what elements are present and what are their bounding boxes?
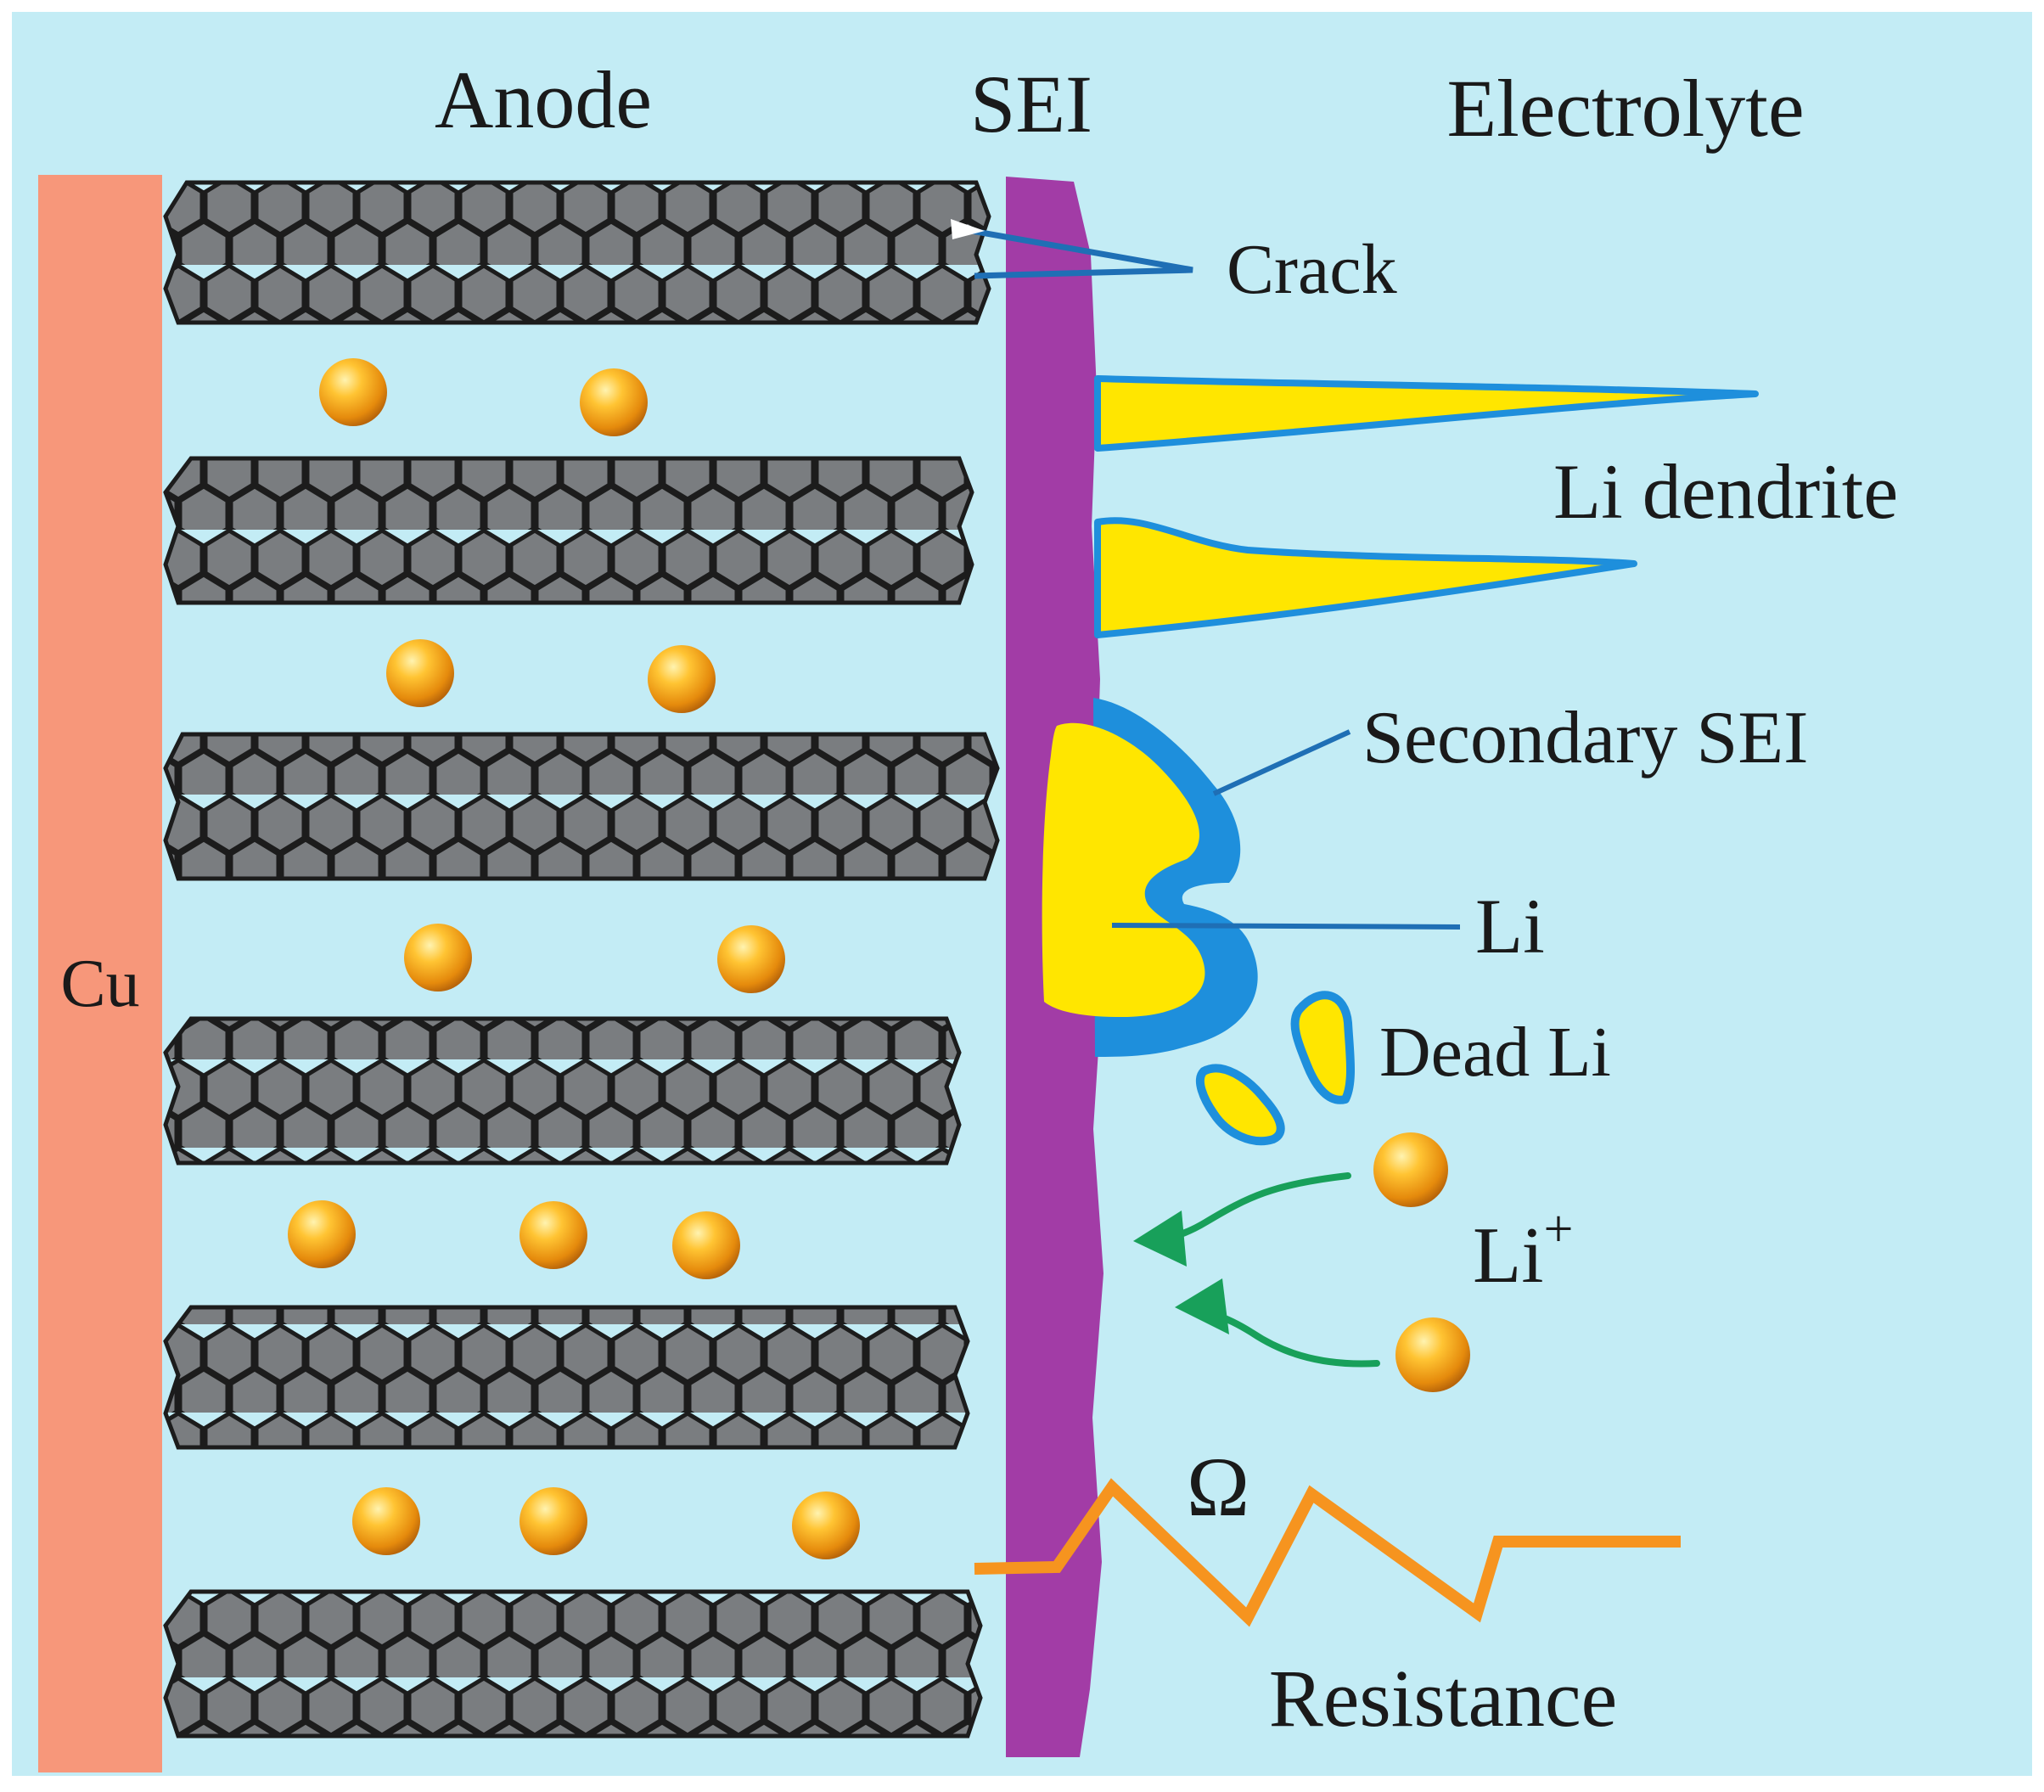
graphite-layer-5 [163,1305,970,1450]
migration-arrowhead-2 [1175,1278,1229,1334]
graphite-layer-4 [163,1016,962,1166]
labels: Anode SEI Electrolyte Cu Crack Li dendri… [60,54,1898,1744]
li-ion-sphere [792,1491,860,1559]
li-ion-sphere [288,1200,356,1268]
sei-label: SEI [970,59,1092,149]
graphite-layers [163,180,1000,1739]
li-ion-charge: + [1544,1200,1574,1258]
li-ion-sphere [352,1487,420,1555]
lithium-metal-deposit [1042,722,1205,1017]
copper-current-collector [38,175,162,1772]
resistance-label: Resistance [1269,1653,1618,1744]
leader-lines [1111,729,1461,930]
li-deposit [1042,698,1258,1057]
secondary-sei-label: Secondary SEI [1362,697,1808,779]
omega-label: Ω [1187,1440,1249,1534]
graphite-layer-6 [163,1589,983,1739]
li-ion-sphere [519,1201,587,1269]
intercalated-li-ions [288,358,860,1559]
li-dendrite-2 [1094,517,1637,638]
li-ion-sphere [404,924,472,991]
crack-label: Crack [1227,230,1397,309]
free-li-ion-2 [1395,1317,1470,1392]
li-label: Li [1475,883,1545,969]
dead-li-fragment-2 [1195,1064,1285,1146]
sei-crack [951,219,1193,279]
graphite-layer-2 [163,456,974,605]
graphite-layer-3 [163,732,1000,881]
li-ion-sphere [319,358,387,426]
free-li-ion-1 [1373,1132,1448,1207]
graphite-layer-1 [163,180,991,325]
li-ion-sphere [386,639,454,707]
li-ion-sphere [580,368,648,436]
dead-li-fragments [1195,991,1355,1146]
li-ion-sphere [672,1211,740,1279]
li-ion-sphere [648,645,716,713]
li-ion-sphere [519,1487,587,1555]
li-ion-symbol: Li [1473,1211,1544,1300]
migration-arrowhead-1 [1133,1211,1187,1267]
dead-li-label: Dead Li [1379,1013,1611,1092]
electrolyte-label: Electrolyte [1446,63,1804,154]
crack-lines [952,224,1193,279]
li-leader [1111,923,1461,930]
li-ion-label: Li+ [1473,1200,1574,1300]
secondary-sei-leader [1212,729,1351,796]
dead-li-fragment-1 [1290,991,1355,1104]
resistance-zigzag [974,1478,1681,1627]
crack-gap [951,219,985,239]
anode-label: Anode [435,54,652,145]
li-dendrite-1 [1094,375,1759,452]
li-ion-sphere [717,925,785,993]
cu-label: Cu [60,947,139,1021]
li-dendrites [1094,375,1759,638]
li-dendrite-label: Li dendrite [1553,448,1898,535]
li-ion-migration [1133,1132,1470,1392]
